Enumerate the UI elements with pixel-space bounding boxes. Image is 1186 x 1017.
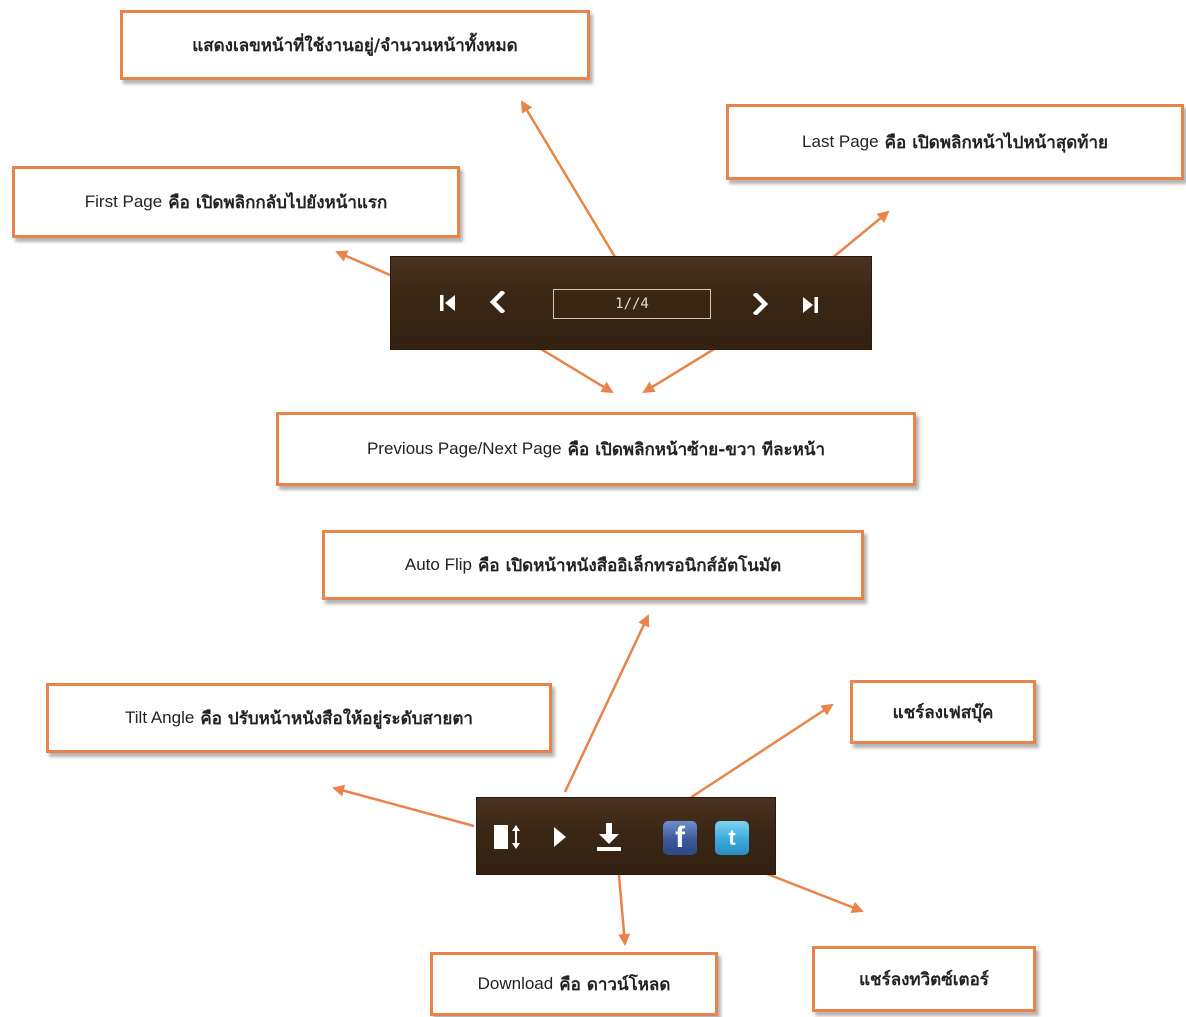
auto-flip-keyword: คือ: [477, 555, 500, 576]
tilt-angle-label: Tilt Angle: [125, 708, 195, 727]
facebook-glyph: f: [675, 821, 685, 854]
tilt-angle-callout: Tilt Angle คือ ปรับหน้าหนังสือให้อยู่ระด…: [46, 683, 552, 753]
first-page-label: First Page: [84, 192, 163, 211]
prev-next-keyword: คือ: [567, 439, 590, 460]
auto-flip-label: Auto Flip: [404, 555, 472, 574]
first-page-icon[interactable]: [439, 293, 457, 317]
prev-next-callout: Previous Page/Next Page คือ เปิดพลิกหน้า…: [276, 412, 916, 486]
auto-flip-callout: Auto Flip คือ เปิดหน้าหนังสืออิเล็กทรอนิ…: [322, 530, 864, 600]
auto-flip-play-icon[interactable]: [553, 826, 567, 852]
arrow-auto-flip: [563, 614, 650, 793]
twitter-glyph: t: [728, 825, 736, 850]
facebook-icon[interactable]: f: [663, 821, 697, 855]
tilt-angle-keyword: คือ: [200, 708, 222, 729]
page-indicator-text: 1//4: [615, 296, 649, 312]
first-page-keyword: คือ: [168, 192, 190, 213]
arrow-download: [616, 863, 631, 946]
first-page-callout: First Page คือ เปิดพลิกกลับไปยังหน้าแรก: [12, 166, 460, 238]
arrow-tilt-angle: [332, 784, 475, 828]
tilt-angle-icon[interactable]: [493, 822, 523, 856]
prev-next-desc: เปิดพลิกหน้าซ้าย-ขวา ทีละหน้า: [595, 439, 826, 460]
prev-next-label: Previous Page/Next Page: [366, 439, 562, 458]
twitter-icon[interactable]: t: [715, 821, 749, 855]
arrow-facebook: [683, 703, 834, 804]
share-twitter-callout: แชร์ลงทวิตซ์เตอร์: [812, 946, 1036, 1012]
share-twitter-text: แชร์ลงทวิตซ์เตอร์: [859, 969, 989, 990]
tilt-angle-desc: ปรับหน้าหนังสือให้อยู่ระดับสายตา: [227, 708, 473, 729]
download-callout: Download คือ ดาวน์โหลด: [430, 952, 718, 1016]
first-page-desc: เปิดพลิกกลับไปยังหน้าแรก: [195, 192, 388, 213]
download-label: Download: [477, 974, 554, 993]
auto-flip-desc: เปิดหน้าหนังสืออิเล็กทรอนิกส์อัตโนมัต: [505, 555, 782, 576]
page-navigation-toolbar: 1//4: [390, 256, 872, 350]
arrow-page-display: [520, 100, 620, 263]
previous-page-icon[interactable]: [489, 289, 506, 317]
download-icon[interactable]: [595, 822, 623, 856]
share-facebook-callout: แชร์ลงเฟสบุ๊ค: [850, 680, 1036, 744]
last-page-keyword: คือ: [884, 132, 907, 153]
page-display-callout: แสดงเลขหน้าที่ใช้งานอยู่/จำนวนหน้าทั้งหม…: [120, 10, 590, 80]
book-tools-toolbar: f t: [476, 797, 776, 875]
page-display-text: แสดงเลขหน้าที่ใช้งานอยู่/จำนวนหน้าทั้งหม…: [192, 35, 518, 56]
last-page-desc: เปิดพลิกหน้าไปหน้าสุดท้าย: [912, 132, 1108, 153]
last-page-icon[interactable]: [801, 295, 819, 319]
download-desc: ดาวน์โหลด: [586, 974, 671, 995]
last-page-callout: Last Page คือ เปิดพลิกหน้าไปหน้าสุดท้าย: [726, 104, 1184, 180]
page-indicator: 1//4: [553, 289, 711, 319]
last-page-label: Last Page: [802, 132, 879, 151]
share-facebook-text: แชร์ลงเฟสบุ๊ค: [892, 702, 994, 723]
download-keyword: คือ: [559, 974, 581, 995]
next-page-icon[interactable]: [752, 291, 769, 319]
